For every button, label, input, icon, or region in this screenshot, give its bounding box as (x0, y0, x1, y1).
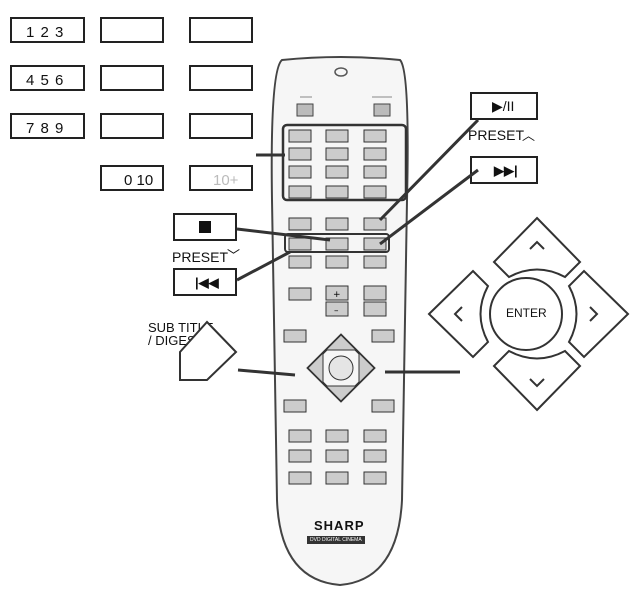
open-close-button (373, 103, 391, 117)
subtitle-label: SUB TITLE (148, 320, 214, 335)
remote-dpad (306, 333, 376, 403)
key-10plus-callout: 10+ (189, 165, 253, 191)
number-keypad (281, 123, 408, 202)
blank-key-callout (100, 113, 164, 139)
blank-key-callout (189, 65, 253, 91)
power-button (296, 103, 314, 117)
subtitle-digest-callout (179, 320, 238, 381)
enter-dpad-callout (427, 216, 630, 412)
chevron-down-icon: ﹀ (227, 248, 241, 263)
bottom-keys (288, 429, 387, 485)
plus-icon: + (333, 290, 341, 300)
key-789-callout: 7 8 9 (10, 113, 85, 139)
preset-up-label: PRESET (468, 127, 525, 143)
skip-next-callout: ▶▶| (470, 156, 538, 184)
enter-button (489, 277, 563, 351)
key-123-callout: 1 2 3 (10, 17, 85, 43)
stop-icon (199, 221, 211, 233)
skip-previous-callout: |◀◀ (173, 268, 237, 296)
blank-key-callout (189, 113, 253, 139)
key-010-callout: 0 10 (100, 165, 164, 191)
chevron-up-icon: ︿ (522, 128, 536, 143)
number-keys (288, 129, 387, 199)
blank-key-callout (100, 65, 164, 91)
play-pause-callout: ▶/II (470, 92, 538, 120)
transport-keys (288, 217, 387, 269)
brand-logo: SHARP (314, 518, 365, 533)
model-subtitle: DVD DIGITAL CINEMA (307, 536, 365, 544)
ir-window (334, 67, 348, 77)
key-456-callout: 4 5 6 (10, 65, 85, 91)
key-10plus-label: 10+ (213, 172, 239, 189)
blank-key-callout (189, 17, 253, 43)
volume-keys (288, 285, 387, 317)
key-123-label: 1 2 3 (26, 24, 65, 41)
right-arrow-key (567, 269, 630, 359)
key-456-label: 4 5 6 (26, 72, 65, 89)
blank-key-callout (100, 17, 164, 43)
enter-label: ENTER (506, 306, 547, 320)
play-pause-icon: ▶/II (492, 98, 515, 114)
left-arrow-key (427, 269, 490, 359)
skip-previous-icon: |◀◀ (195, 275, 219, 290)
skip-next-icon: ▶▶| (494, 163, 518, 178)
key-789-label: 7 8 9 (26, 120, 65, 137)
stop-callout (173, 213, 237, 241)
key-010-label: 0 10 (124, 172, 154, 189)
svg-text:–: – (334, 306, 339, 316)
leader-lines (236, 118, 480, 377)
down-arrow-key (492, 349, 582, 412)
preset-down-label: PRESET (172, 249, 229, 265)
up-arrow-key (492, 216, 582, 279)
